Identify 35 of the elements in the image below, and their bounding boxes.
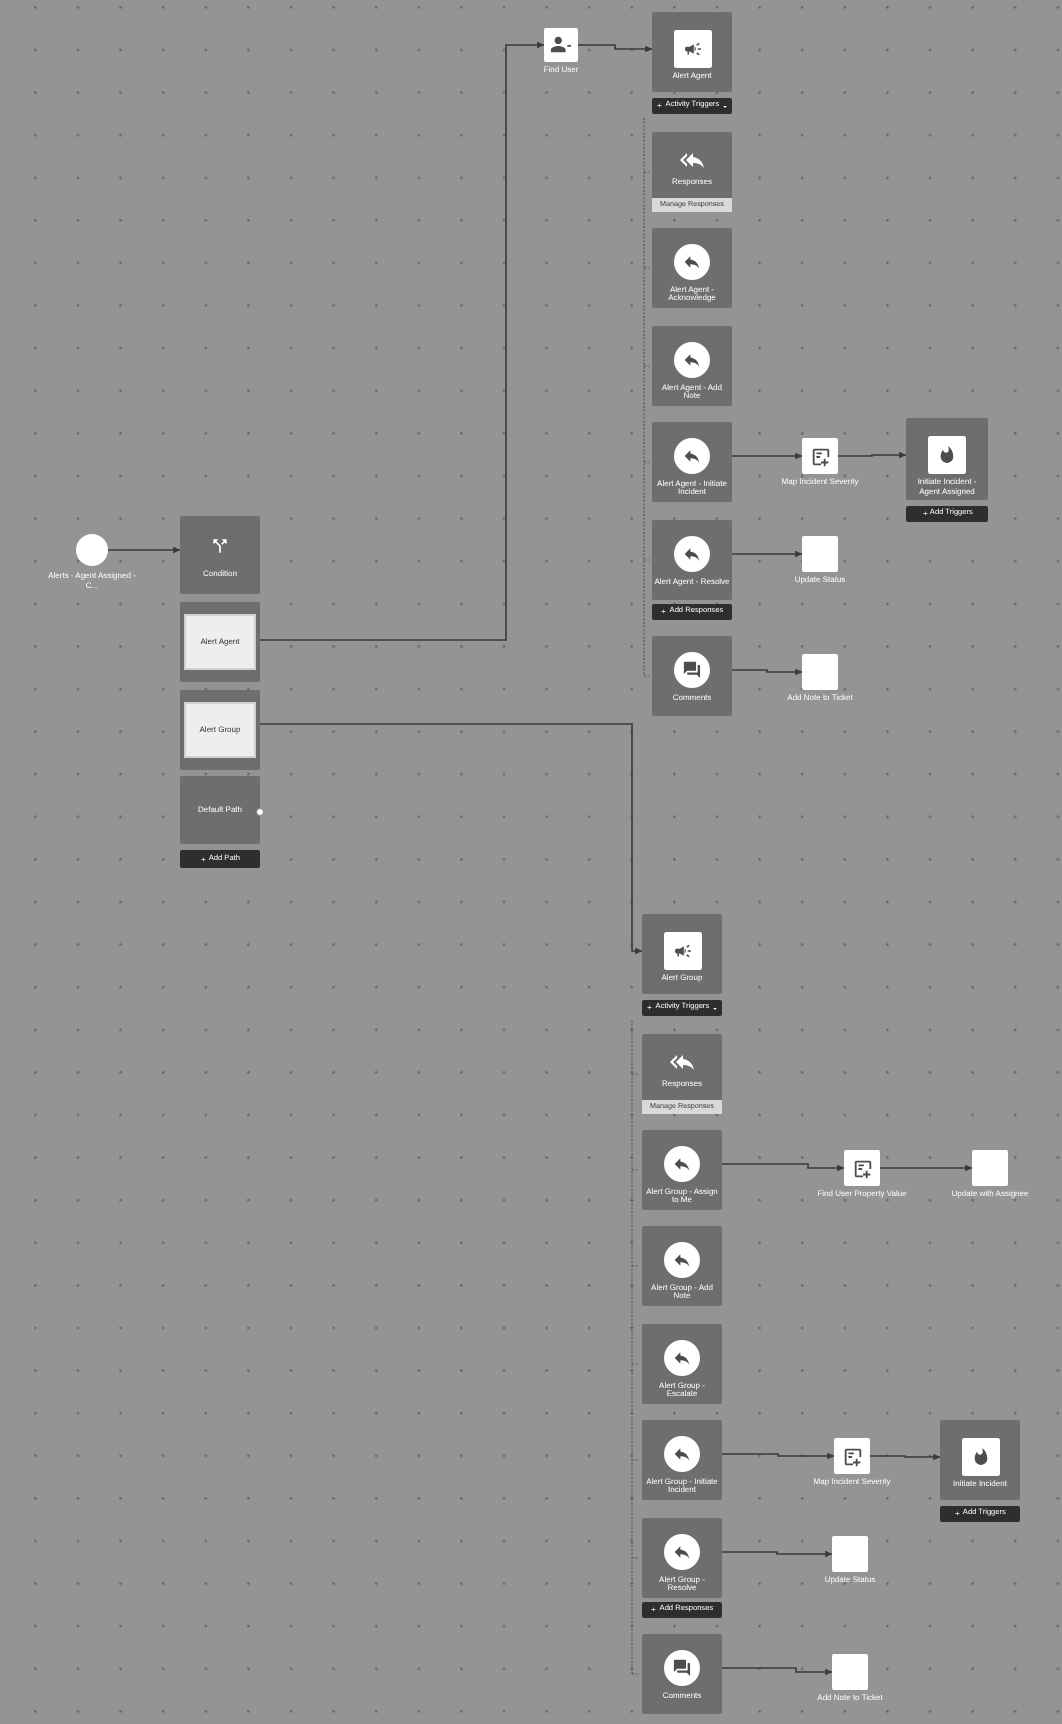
connector-arrow bbox=[577, 44, 653, 53]
trigger-card bbox=[642, 1634, 722, 1714]
trigger-card bbox=[652, 326, 732, 406]
trigger-card bbox=[652, 520, 732, 600]
trigger-card bbox=[652, 422, 732, 502]
connector-arrow bbox=[731, 550, 803, 558]
connector-arrow bbox=[731, 452, 803, 460]
trigger-card bbox=[642, 1226, 722, 1306]
step-card bbox=[940, 1420, 1020, 1500]
trigger-card bbox=[642, 1518, 722, 1598]
trigger-card bbox=[642, 1130, 722, 1210]
connector-arrow bbox=[731, 668, 803, 676]
trigger-card bbox=[652, 228, 732, 308]
connector-arrow bbox=[259, 41, 545, 641]
step-card bbox=[652, 12, 732, 92]
responses-card bbox=[642, 1034, 722, 1114]
connector-arrow bbox=[837, 451, 907, 459]
connector-arrow bbox=[107, 546, 181, 554]
step-card bbox=[642, 914, 722, 994]
path-card bbox=[180, 602, 260, 682]
condition-card bbox=[180, 516, 260, 594]
path-card bbox=[180, 776, 260, 844]
step-card bbox=[906, 418, 988, 500]
connector-arrow bbox=[869, 1453, 941, 1461]
trigger-card bbox=[642, 1420, 722, 1500]
connector-arrow bbox=[721, 1667, 833, 1676]
connector-arrow bbox=[721, 1550, 833, 1558]
trigger-card bbox=[642, 1324, 722, 1404]
connector-arrow bbox=[721, 1163, 845, 1172]
connector-arrow bbox=[259, 723, 643, 955]
path-card bbox=[180, 690, 260, 770]
connector-arrow bbox=[879, 1164, 973, 1172]
responses-card bbox=[652, 132, 732, 212]
connector-arrow bbox=[721, 1452, 835, 1460]
trigger-card bbox=[652, 636, 732, 716]
